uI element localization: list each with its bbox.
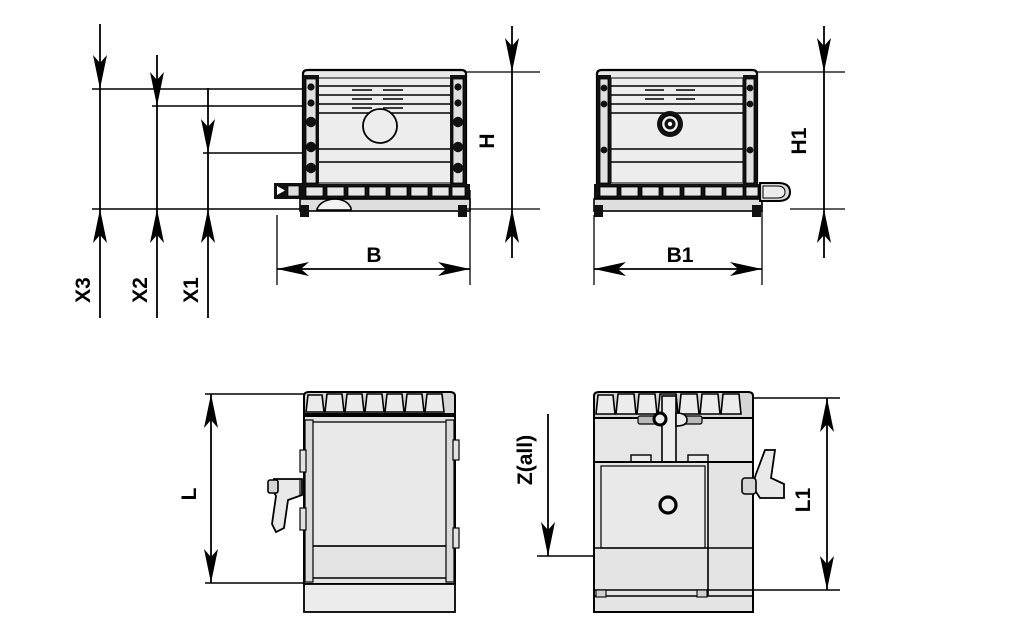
body-ribs-right [611, 85, 743, 114]
dimension-x2: X2 [129, 55, 164, 318]
dimension-label-z-all: Z(all) [514, 435, 537, 485]
dimension-label-h: H [476, 133, 499, 148]
top-view-left: L [178, 391, 460, 613]
right-column-right-view [743, 75, 757, 185]
vise-body-front-left [274, 68, 471, 217]
dimension-l1: L1 [753, 397, 840, 591]
top-fins [303, 391, 456, 417]
body-band-lines [317, 148, 452, 163]
dimension-h: H [466, 26, 540, 258]
dimension-x3: X3 [72, 24, 107, 318]
dimension-x1: X1 [180, 88, 215, 318]
left-column [303, 75, 319, 185]
front-view-right: B1 H1 [593, 26, 845, 285]
dimension-label-x3: X3 [72, 277, 95, 303]
body-band-lines-right [611, 148, 743, 163]
vise-body-top-right [593, 391, 785, 613]
dimension-label-b: B [366, 244, 381, 267]
center-hole [658, 495, 678, 515]
center-bolt-head [657, 111, 683, 137]
clamp-lever-left [267, 478, 303, 534]
dimension-b: B [276, 190, 471, 285]
clamp-lever-right [741, 449, 785, 499]
dimension-b1: B1 [593, 203, 763, 285]
witness-lines-left [92, 88, 320, 210]
dimension-h1: H1 [757, 26, 845, 258]
dimension-z-all: Z(all) [514, 414, 594, 557]
body-rib-dashes [352, 89, 403, 109]
dimension-label-b1: B1 [667, 244, 694, 267]
top-view-right: Z(all) L1 [514, 391, 840, 613]
dimension-label-l1: L1 [792, 487, 815, 512]
dimension-label-h1: H1 [788, 127, 811, 154]
center-bore-circle [362, 108, 398, 144]
side-lug-left [274, 183, 302, 199]
body-rib-dashes-right [645, 89, 695, 100]
vise-body-front-right [593, 68, 792, 217]
left-column-right-view [597, 75, 611, 185]
dimension-l: L [178, 393, 304, 584]
vise-body-top-left [267, 391, 460, 613]
dimension-label-x2: X2 [129, 277, 152, 303]
dimension-label-x1: X1 [180, 277, 203, 303]
base-rail-right [593, 184, 763, 217]
side-lug-right [759, 182, 792, 202]
right-column [450, 75, 466, 185]
front-view-left: X3 X2 X1 [72, 24, 540, 318]
base-rail [299, 184, 471, 217]
dimension-label-l: L [178, 487, 201, 500]
